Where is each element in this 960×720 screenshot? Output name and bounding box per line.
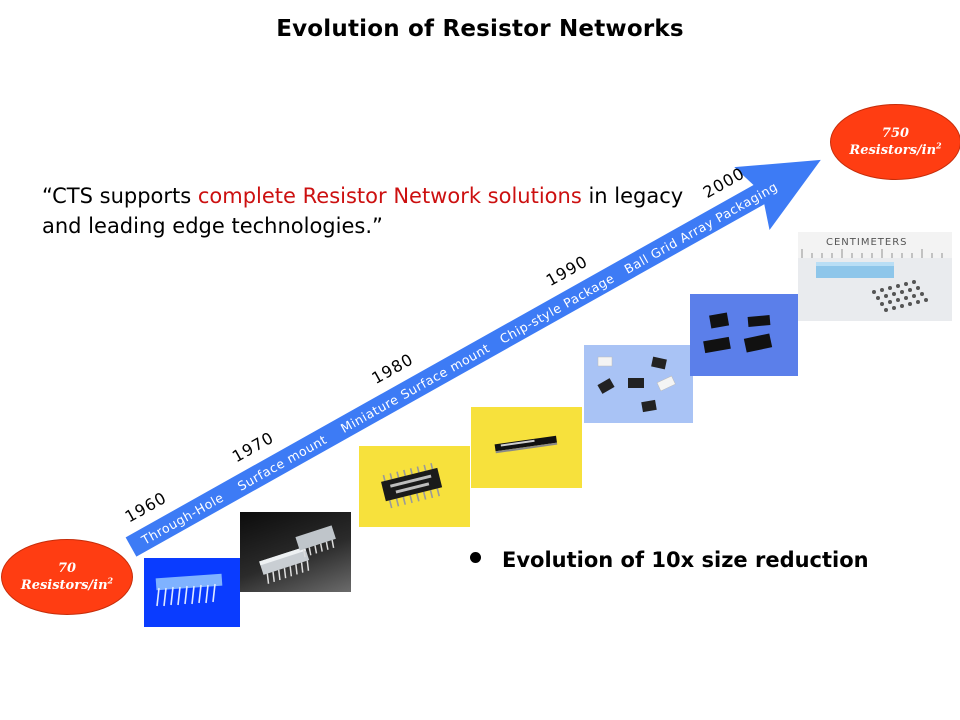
quote-text-start: “CTS supports [42,184,198,208]
cts-quote: “CTS supports complete Resistor Network … [42,181,722,241]
start-density-unit: Resistors/in2 [20,575,114,593]
photo-chip-resistors [584,345,693,423]
slide-title: Evolution of Resistor Networks [276,16,684,42]
bullet-text: Evolution of 10x size reduction [502,548,869,572]
bullet-dot-icon [470,551,481,563]
photo-through-hole-sip [144,558,240,627]
end-density-value: 750 [881,126,910,141]
photo-miniature-soic [359,446,470,527]
end-density-unit: Resistors/in2 [849,140,942,158]
svg-text:CENTIMETERS: CENTIMETERS [826,237,908,248]
photo-chip-strip [471,407,582,488]
start-density-value: 70 [57,561,77,576]
photo-bga-ruler: CENTIMETERS [798,232,952,321]
end-density-oval: 750 Resistors/in2 [830,104,960,180]
photo-chip-arrays [690,294,798,376]
quote-text-end: in legacy and leading edge technologies.… [42,184,684,238]
quote-highlight: complete Resistor Network solutions [197,184,582,208]
photo-surface-mount [240,512,351,592]
bullet-point: Evolution of 10x size reduction [470,548,869,572]
start-density-oval: 70 Resistors/in2 [1,539,133,615]
arrow-shape [125,159,821,557]
